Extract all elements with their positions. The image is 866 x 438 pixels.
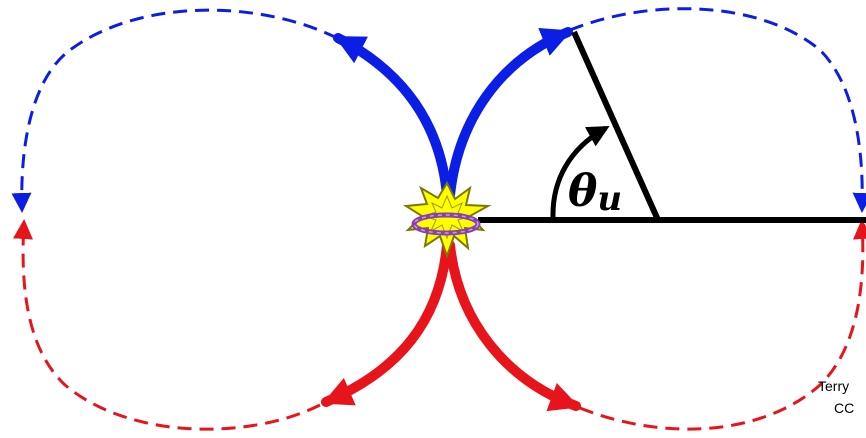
lower-left-dashed-arc bbox=[13, 219, 321, 431]
lower-left-arrow bbox=[321, 240, 452, 407]
angle-label: θu bbox=[568, 166, 622, 219]
angle-subscript: u bbox=[597, 179, 622, 219]
upper-left-arrow bbox=[333, 33, 452, 200]
credit-line-2: CC bbox=[834, 400, 855, 416]
angle-arc bbox=[550, 125, 610, 219]
lower-right-dashed-arc bbox=[579, 219, 866, 431]
upper-right-arrow bbox=[445, 27, 573, 200]
angle-symbol: θ bbox=[568, 166, 598, 217]
lower-right-arrow bbox=[445, 240, 581, 412]
angle-ray-line bbox=[571, 30, 661, 222]
upper-left-dashed-arc bbox=[11, 8, 338, 213]
orbit-ring-icon bbox=[411, 212, 481, 236]
credit-line-1: Terry bbox=[818, 378, 850, 394]
upper-right-dashed-arc bbox=[569, 7, 866, 213]
